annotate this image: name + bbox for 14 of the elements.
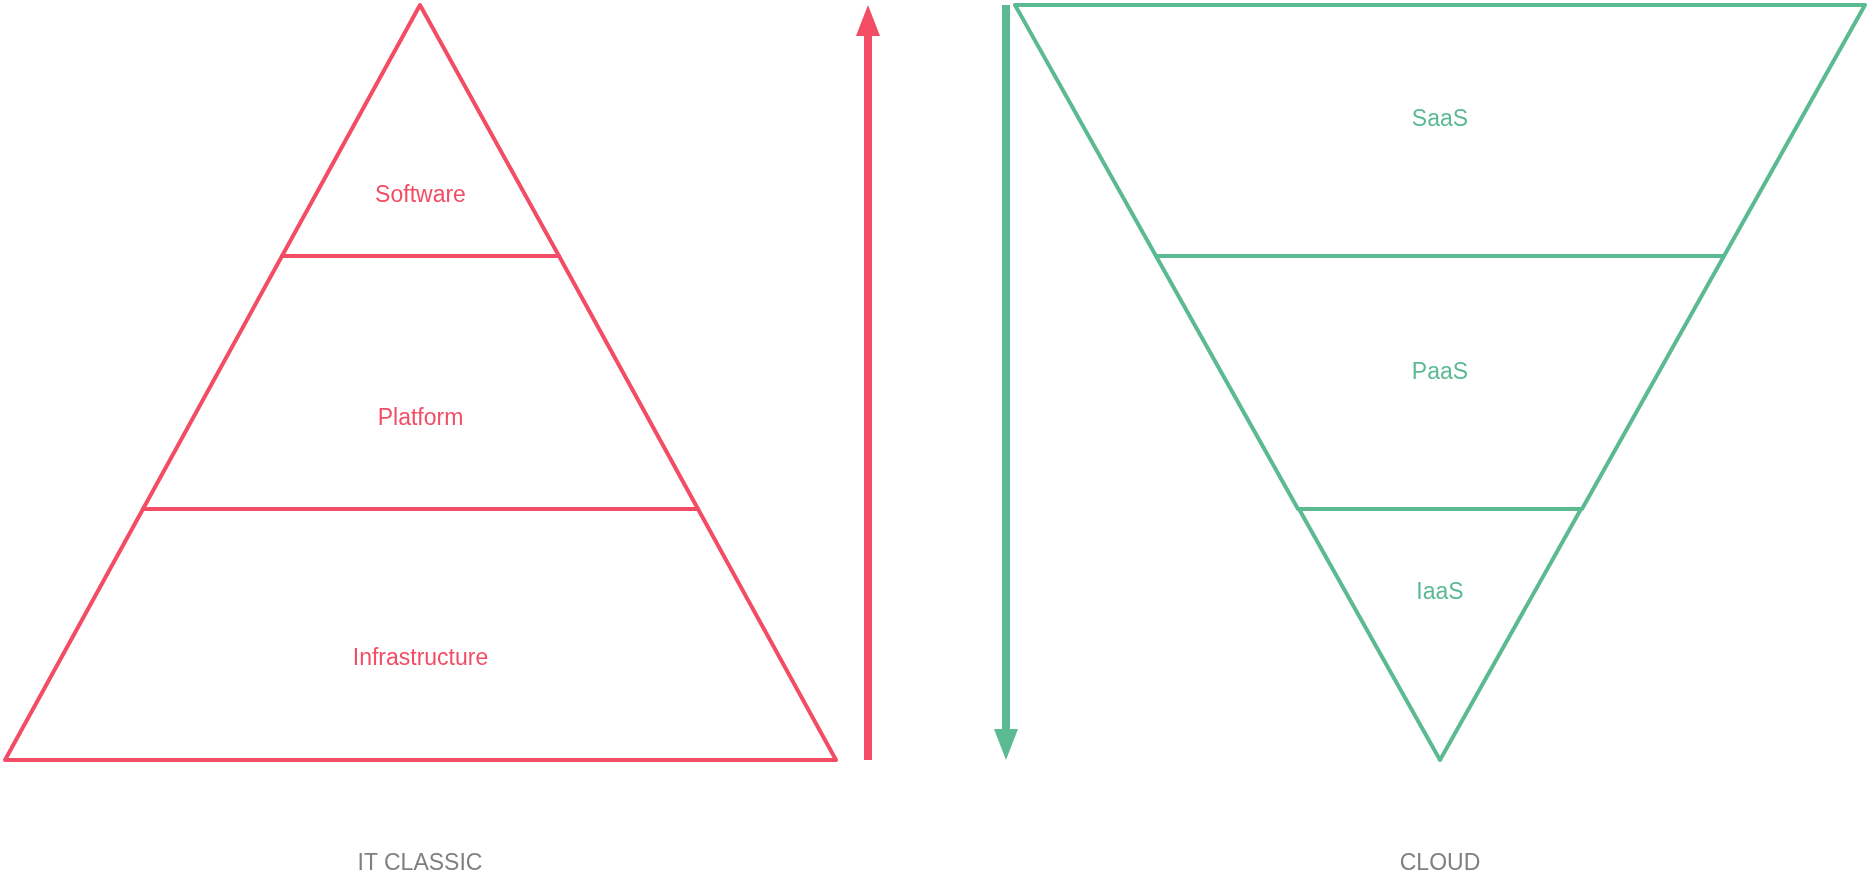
layer-label: PaaS [1411, 357, 1469, 386]
layer-band [1015, 5, 1865, 256]
layer-band [1299, 509, 1581, 760]
layer-band [282, 5, 559, 256]
layer-label: IaaS [1416, 577, 1464, 606]
layer-label: SaaS [1411, 104, 1469, 133]
layer-label: Platform [377, 403, 464, 432]
layer-label: Infrastructure [352, 643, 489, 672]
caption: CLOUD [1399, 848, 1481, 877]
layer-band [1156, 256, 1724, 509]
caption: IT CLASSIC [357, 848, 483, 877]
layer-band [5, 509, 836, 760]
layer-band [143, 256, 698, 509]
layer-label: Software [375, 180, 466, 209]
